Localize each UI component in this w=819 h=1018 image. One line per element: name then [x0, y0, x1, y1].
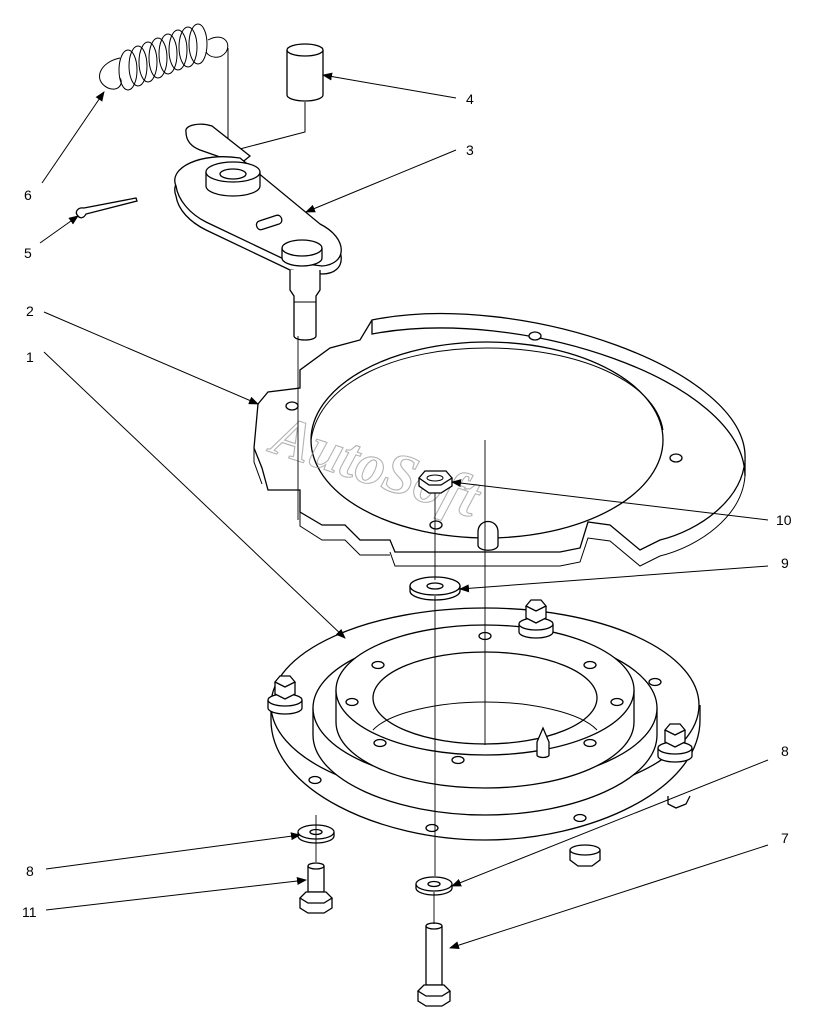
long-bolt-part [416, 922, 452, 1007]
callout-8-left: 8 [26, 863, 34, 879]
short-bolt-part [298, 862, 334, 914]
callout-9: 9 [781, 555, 789, 571]
callout-1: 1 [26, 349, 34, 365]
callout-2: 2 [26, 303, 34, 319]
quadrant-plate-part [253, 313, 746, 567]
callout-7: 7 [781, 830, 789, 846]
callout-labels: 1 2 3 4 5 6 7 8 8 9 10 11 [22, 91, 792, 920]
assembly-axis-lines [297, 336, 486, 924]
callout-6: 6 [24, 187, 32, 203]
washer-part [409, 576, 461, 601]
base-flange-part [267, 599, 701, 867]
spring-part [99, 23, 229, 148]
callout-8-right: 8 [781, 743, 789, 759]
callout-5: 5 [24, 245, 32, 261]
callout-11: 11 [22, 904, 37, 920]
lever-part [174, 123, 342, 341]
bushing-part [235, 43, 324, 151]
cotter-pin-part [75, 197, 138, 219]
leader-lines [39, 72, 769, 950]
callout-3: 3 [466, 142, 474, 158]
callout-10: 10 [776, 512, 792, 528]
hex-nut-part [418, 470, 453, 494]
callout-4: 4 [466, 91, 474, 107]
